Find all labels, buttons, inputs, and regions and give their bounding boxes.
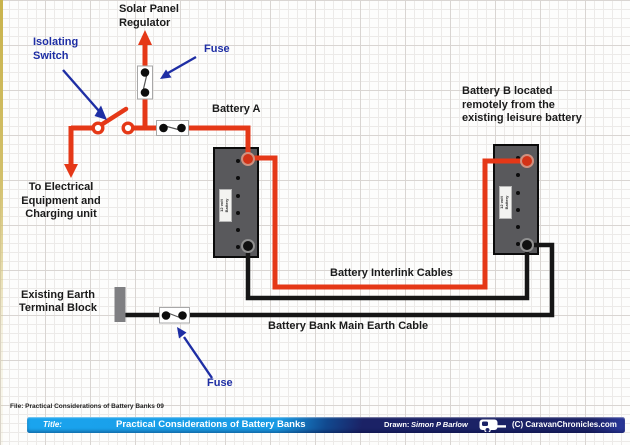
interlink-cables-label: Battery Interlink Cables <box>330 267 453 279</box>
fuse-top-arrow-icon <box>167 55 197 75</box>
copyright-text: (C) CaravanChronicles.com <box>512 420 617 429</box>
title-bar: Title: Practical Considerations of Batte… <box>27 417 625 433</box>
isolating-switch-arrow-icon <box>62 69 100 112</box>
page-edge-strip <box>0 0 3 445</box>
earth-terminal-block-label: Existing Earth Terminal Block <box>18 289 98 314</box>
negative-wires <box>125 242 555 318</box>
battery-a-plate: 12 volt Battery <box>218 188 232 222</box>
fuse-bottom-label: Fuse <box>207 377 233 389</box>
battery-b: 12 volt Battery <box>492 143 539 255</box>
battery-b-note-label: Battery B located remotely from the exis… <box>462 85 582 124</box>
battery-cell-dot <box>235 193 240 198</box>
battery-cell-dot <box>235 245 240 249</box>
drawn-field-label: Drawn: <box>384 420 410 429</box>
battery-a-negative-terminal <box>241 239 255 253</box>
drawn-by-name: Simon P Barlow <box>411 420 468 429</box>
battery-a-positive-terminal <box>241 151 255 166</box>
positive-wires <box>68 42 525 290</box>
up-arrow-icon <box>138 30 152 45</box>
battery-cell-dot <box>515 208 520 212</box>
earth-terminal-block <box>114 287 126 322</box>
down-arrow-icon <box>64 164 78 178</box>
title-field-label: Title: <box>43 420 62 429</box>
drawing-title: Practical Considerations of Battery Bank… <box>116 419 306 430</box>
isolating-switch-label: Isolating Switch <box>33 36 79 62</box>
battery-cell-dot <box>515 173 520 177</box>
battery-cell-dot <box>515 155 520 160</box>
battery-cell-dot <box>515 190 520 195</box>
fuse-top-label: Fuse <box>204 43 230 55</box>
battery-cell-dot <box>235 228 240 232</box>
battery-cell-dot <box>235 211 240 215</box>
battery-cell-dot <box>235 176 240 180</box>
battery-a-label: Battery A <box>212 103 261 115</box>
file-note: File: Practical Considerations of Batter… <box>10 403 164 410</box>
callout-arrows <box>62 55 213 379</box>
battery-cell-dot <box>515 225 520 229</box>
fuse-bottom-arrow-icon <box>183 336 213 379</box>
battery-b-negative-terminal <box>520 238 534 252</box>
solar-panel-regulator-label: Solar Panel Regulator <box>119 3 179 29</box>
battery-b-plate: 12 volt Battery <box>498 185 512 219</box>
main-earth-cable-label: Battery Bank Main Earth Cable <box>268 320 429 332</box>
caravan-icon <box>479 419 506 432</box>
fuse-solar-symbol <box>137 65 153 100</box>
battery-cell-dot <box>515 242 520 246</box>
battery-b-positive-terminal <box>520 154 534 168</box>
fuse-feed-symbol <box>156 120 189 136</box>
fuse-earth-symbol <box>159 307 190 324</box>
battery-cell-dot <box>235 158 240 163</box>
to-electrical-label: To Electrical Equipment and Charging uni… <box>21 181 101 220</box>
isolating-switch-symbol <box>91 106 135 135</box>
